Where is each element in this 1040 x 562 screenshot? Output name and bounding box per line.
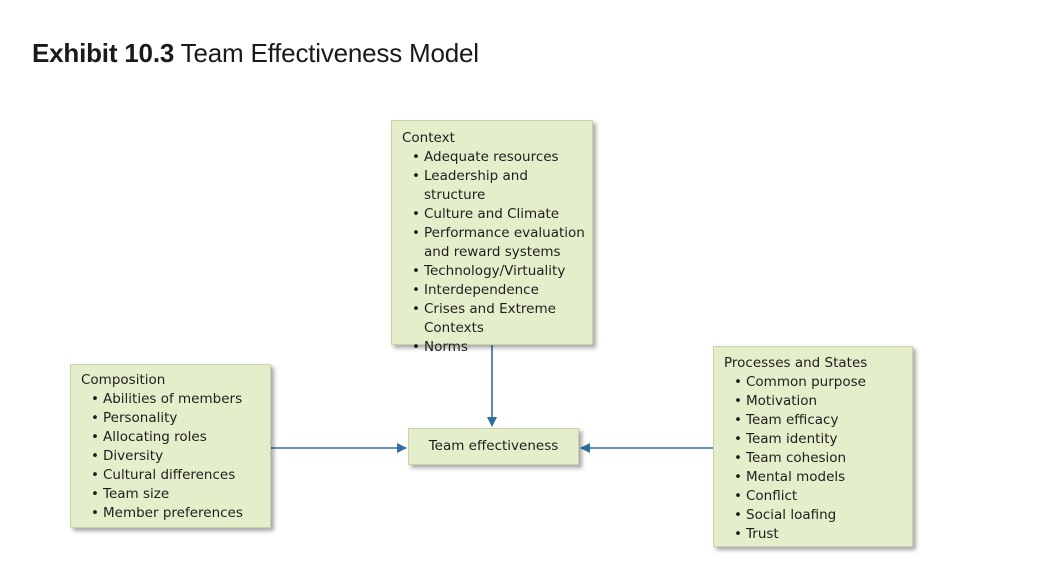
list-item: Allocating roles [89,428,270,447]
list-item: Performance evaluation [410,224,592,243]
team-effectiveness-label: Team effectiveness [428,438,559,454]
context-node: Context Adequate resourcesLeadership and… [391,120,593,357]
composition-list: Abilities of membersPersonalityAllocatin… [81,390,270,523]
list-item: Personality [89,409,270,428]
composition-heading: Composition [81,372,166,388]
processes-node: Processes and States Common purposeMotiv… [713,346,913,547]
exhibit-number: Exhibit 10.3 [32,38,175,68]
list-item-continuation: and reward systems [424,244,561,260]
list-item: Culture and Climate [410,205,592,224]
list-item: Leadership and structure [410,167,592,205]
list-item: Crises and Extreme [410,300,592,319]
composition-node: Composition Abilities of membersPersonal… [70,364,271,528]
list-item: Mental models [732,468,912,487]
list-item: Interdependence [410,281,592,300]
list-item: Social loafing [732,506,912,525]
context-list: Adequate resourcesLeadership and structu… [402,148,592,357]
list-item: Adequate resources [410,148,592,167]
list-item: Member preferences [89,504,270,523]
list-item: Abilities of members [89,390,270,409]
list-item: Cultural differences [89,466,270,485]
list-item: Team efficacy [732,411,912,430]
list-item: Team cohesion [732,449,912,468]
list-item: Team identity [732,430,912,449]
context-heading: Context [402,130,455,146]
list-item: Common purpose [732,373,912,392]
processes-heading: Processes and States [724,355,868,371]
list-item-continuation: Contexts [424,320,484,336]
list-item: Technology/Virtuality [410,262,592,281]
exhibit-title-text: Team Effectiveness Model [174,38,479,68]
team-effectiveness-node: Team effectiveness [408,428,579,465]
list-item: Team size [89,485,270,504]
list-item: Diversity [89,447,270,466]
diagram-title: Exhibit 10.3 Team Effectiveness Model [32,38,479,69]
list-item: Motivation [732,392,912,411]
list-item: Conflict [732,487,912,506]
processes-list: Common purposeMotivationTeam efficacyTea… [724,373,912,544]
list-item: Norms [410,338,592,357]
list-item: Trust [732,525,912,544]
